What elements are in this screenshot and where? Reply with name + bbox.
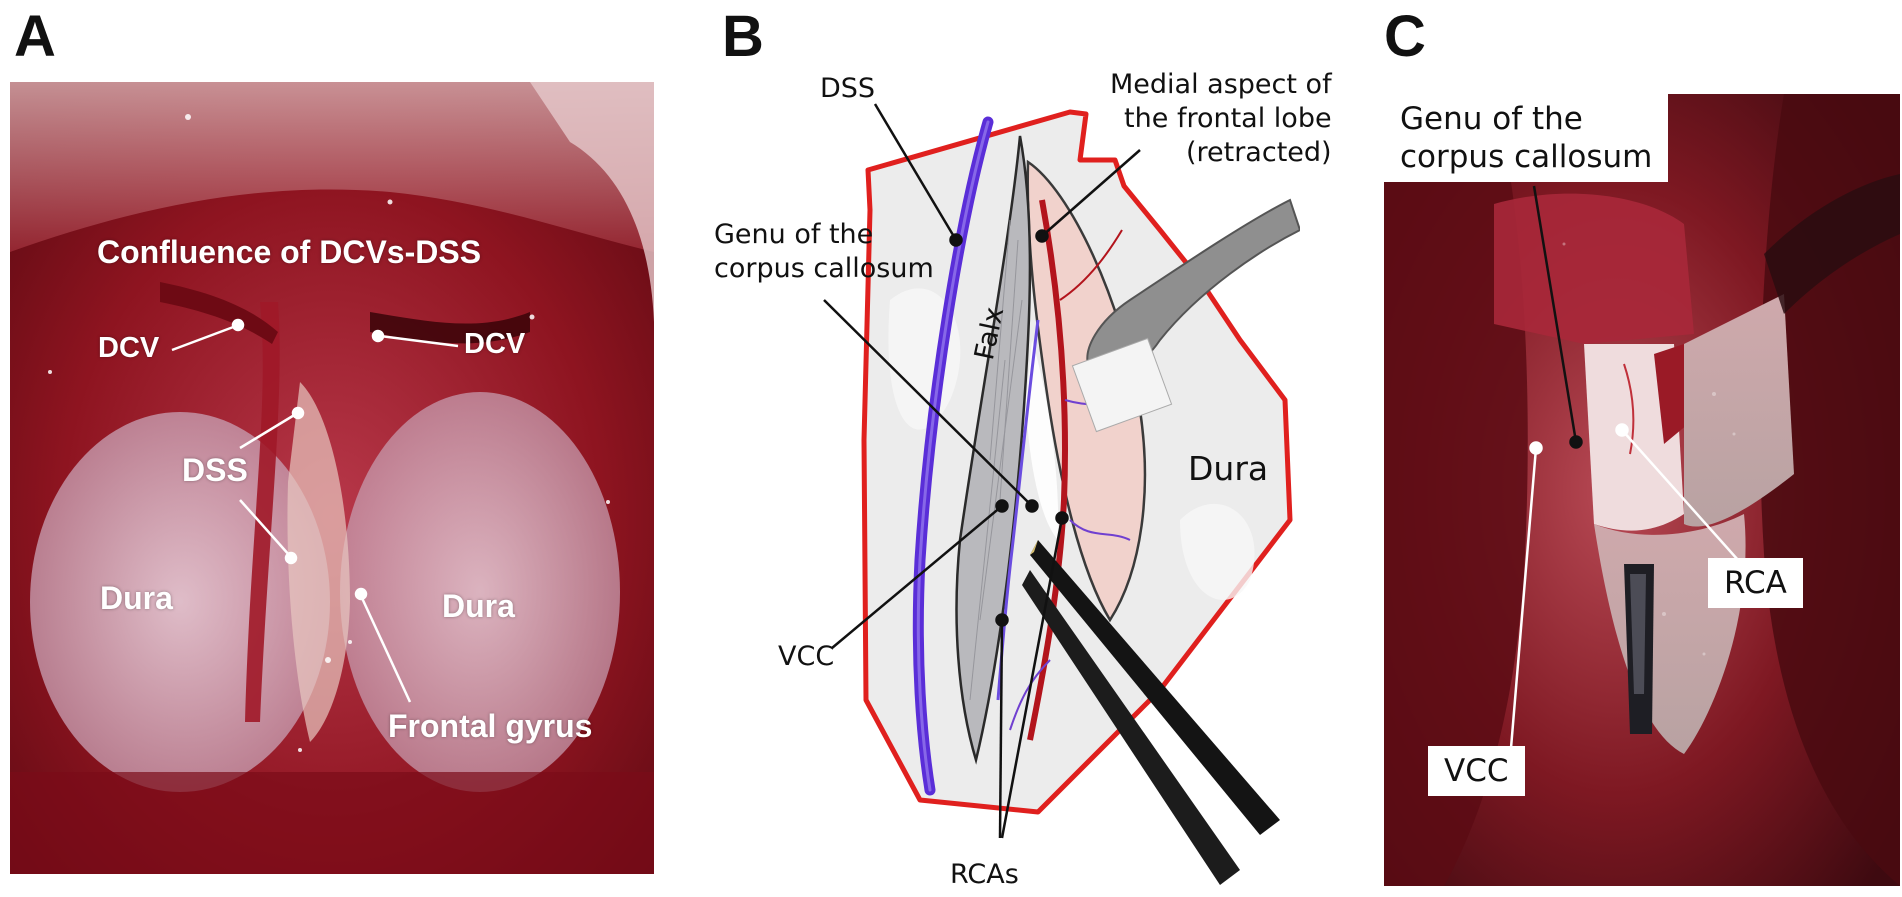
label-b-dss: DSS	[820, 73, 876, 104]
label-b-genu: Genu of the corpus callosum	[714, 219, 934, 284]
label-a-dcv-right: DCV	[464, 328, 526, 360]
label-a-dss: DSS	[182, 452, 248, 488]
label-b-vcc: VCC	[778, 641, 835, 672]
label-b-rcas: RCAs	[950, 859, 1019, 890]
label-c-vcc: VCC	[1428, 746, 1525, 796]
label-c-rca: RCA	[1708, 558, 1803, 608]
label-b-dura: Dura	[1188, 449, 1269, 488]
panel-b-illustration-art	[861, 109, 1300, 885]
panel-b-illustration	[860, 100, 1300, 890]
label-a-dcv-left: DCV	[98, 332, 160, 364]
label-a-dura-left: Dura	[100, 580, 173, 616]
label-a-dura-right: Dura	[442, 588, 515, 624]
label-c-genu: Genu of the corpus callosum	[1384, 94, 1669, 182]
panel-a-letter: A	[14, 4, 56, 69]
panel-b-letter: B	[722, 4, 764, 69]
panel-a-photo	[10, 82, 654, 874]
label-a-frontal-gyrus: Frontal gyrus	[388, 708, 593, 744]
label-a-confluence: Confluence of DCVs-DSS	[97, 234, 482, 270]
label-b-medial-aspect: Medial aspect of the frontal lobe (retra…	[1110, 69, 1332, 168]
panel-a-photo-art	[10, 82, 654, 874]
panel-c-letter: C	[1384, 4, 1426, 69]
